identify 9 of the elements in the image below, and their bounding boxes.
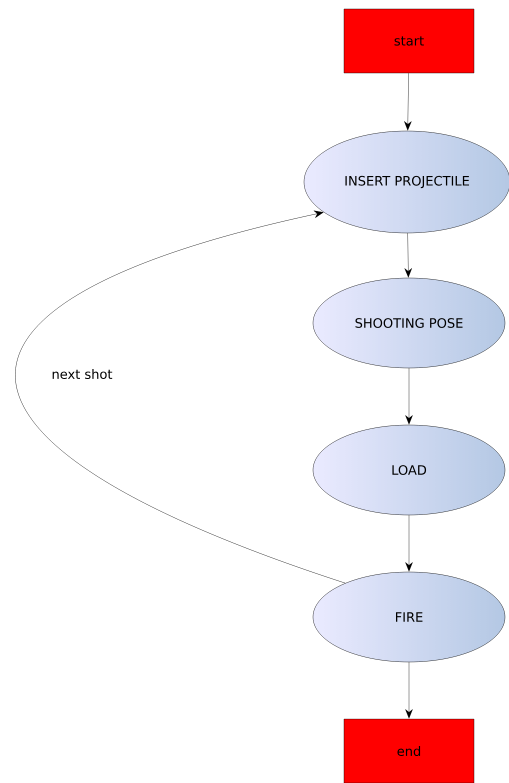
arrow bbox=[405, 368, 413, 424]
arrow bbox=[405, 662, 413, 718]
arrow bbox=[404, 73, 412, 130]
terminal-box: end bbox=[344, 718, 474, 783]
arrow bbox=[404, 233, 412, 278]
edge-label: next shot bbox=[50, 368, 114, 380]
arrow bbox=[405, 515, 413, 572]
terminal-box: start bbox=[344, 8, 474, 74]
arrow bbox=[15, 210, 346, 584]
